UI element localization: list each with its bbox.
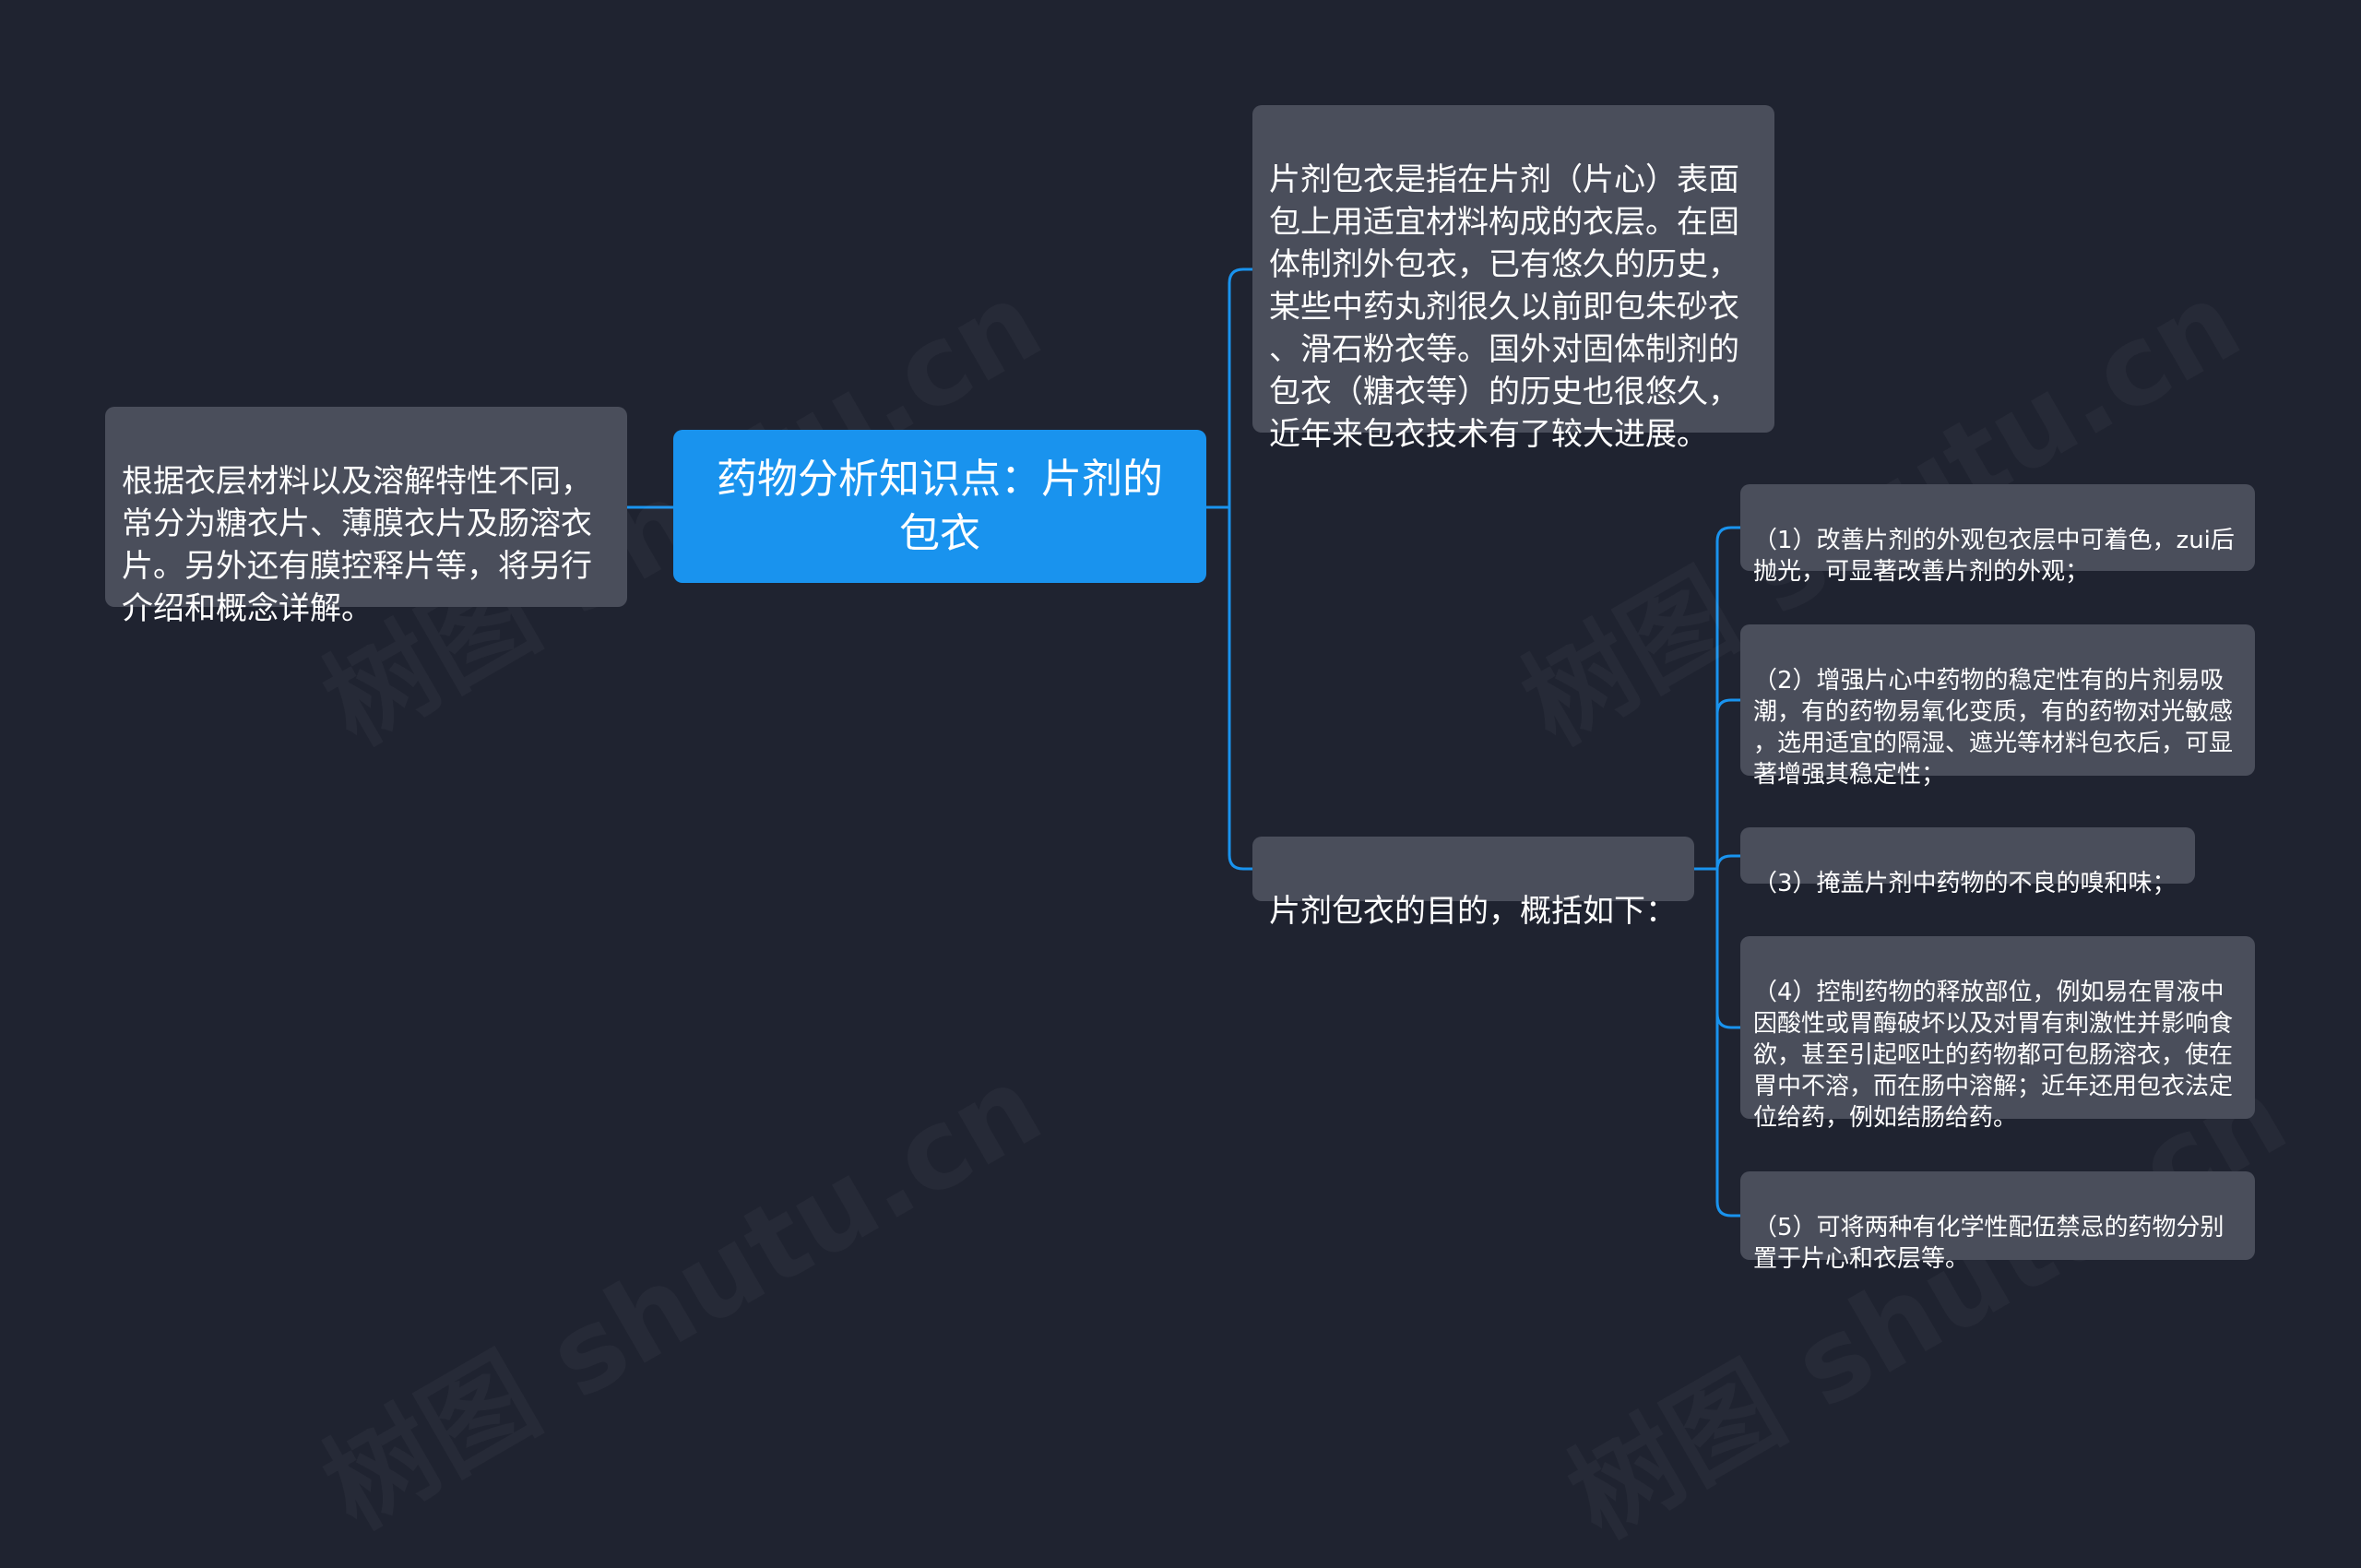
- mindmap-canvas: 树图 shutu.cn 树图 shutu.cn 树图 shutu.cn 树图 s…: [105, 105, 2255, 1273]
- connector-lines: [625, 267, 1742, 1218]
- root-topic-text: 药物分析知识点：片剂的 包衣: [717, 456, 1163, 557]
- right-topic-definition[interactable]: 片剂包衣是指在片剂（片心）表面 包上用适宜材料构成的衣层。在固 体制剂外包衣，已…: [1252, 105, 1774, 453]
- purpose-item-4-text: （4）控制药物的释放部位，例如易在胃液中 因酸性或胃酶破坏以及对胃有刺激性并影响…: [1753, 979, 2234, 1132]
- root-topic[interactable]: 药物分析知识点：片剂的 包衣: [673, 430, 1206, 583]
- connector-right-2: [1228, 505, 1254, 871]
- connector-purpose-1: [1715, 526, 1742, 871]
- connector-purpose-2: [1715, 698, 1742, 871]
- purpose-item-4[interactable]: （4）控制药物的释放部位，例如易在胃液中 因酸性或胃酶破坏以及对胃有刺激性并影响…: [1740, 936, 2255, 1132]
- purpose-item-1[interactable]: （1）改善片剂的外观包衣层中可着色，zui后 抛光，可显著改善片剂的外观；: [1740, 484, 2255, 586]
- purpose-item-2-text: （2）增强片心中药物的稳定性有的片剂易吸 潮，有的药物易氧化变质，有的药物对光敏…: [1753, 667, 2234, 789]
- purpose-item-2[interactable]: （2）增强片心中药物的稳定性有的片剂易吸 潮，有的药物易氧化变质，有的药物对光敏…: [1740, 624, 2255, 789]
- connector-right-1: [1228, 267, 1254, 509]
- purpose-item-5[interactable]: （5）可将两种有化学性配伍禁忌的药物分别 置于片心和衣层等。: [1740, 1171, 2255, 1273]
- purpose-item-5-text: （5）可将两种有化学性配伍禁忌的药物分别 置于片心和衣层等。: [1753, 1214, 2225, 1273]
- left-topic-text: 根据衣层材料以及溶解特性不同， 常分为糖衣片、薄膜衣片及肠溶衣 片。另外还有膜控…: [122, 463, 592, 627]
- connector-purpose-4: [1715, 867, 1742, 1029]
- right-topic-purposes-text: 片剂包衣的目的，概括如下：: [1269, 893, 1677, 930]
- right-topic-definition-text: 片剂包衣是指在片剂（片心）表面 包上用适宜材料构成的衣层。在固 体制剂外包衣，已…: [1269, 161, 1739, 453]
- right-topic-purposes[interactable]: 片剂包衣的目的，概括如下：: [1252, 837, 1694, 930]
- purpose-item-1-text: （1）改善片剂的外观包衣层中可着色，zui后 抛光，可显著改善片剂的外观；: [1753, 527, 2235, 586]
- purpose-item-3-text: （3）掩盖片剂中药物的不良的嗅和味；: [1753, 870, 2177, 897]
- connector-purpose-3: [1715, 854, 1742, 871]
- connector-purpose-5: [1715, 867, 1742, 1218]
- purpose-item-3[interactable]: （3）掩盖片剂中药物的不良的嗅和味；: [1740, 827, 2195, 897]
- left-topic[interactable]: 根据衣层材料以及溶解特性不同， 常分为糖衣片、薄膜衣片及肠溶衣 片。另外还有膜控…: [105, 407, 627, 627]
